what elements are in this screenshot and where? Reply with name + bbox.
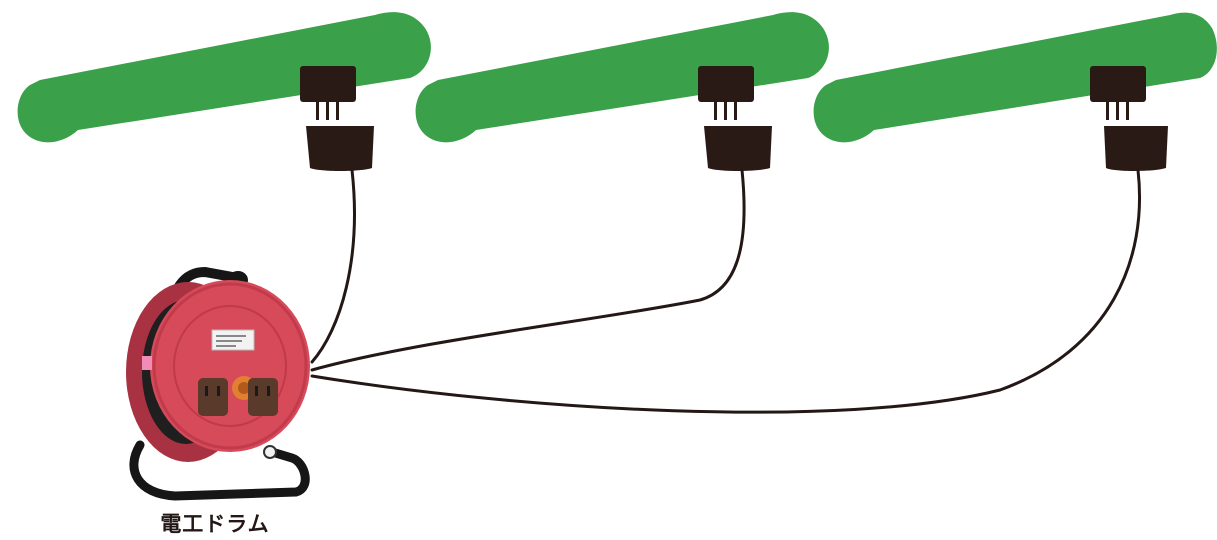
- cable-2: [310, 168, 746, 372]
- plug-3: [1090, 66, 1146, 120]
- cable-3: [310, 168, 1142, 414]
- cables: [310, 168, 1142, 414]
- plug-1: [300, 66, 356, 120]
- socket-3: [1104, 126, 1168, 171]
- socket-1: [306, 126, 374, 171]
- drum-caption: 電工ドラム: [160, 512, 270, 536]
- drum-stand: [129, 440, 310, 501]
- hose-segment-1: [17, 12, 431, 143]
- hose-segment-2: [415, 12, 829, 143]
- socket-2: [704, 126, 772, 171]
- cable-1: [310, 168, 356, 364]
- plug-2: [698, 66, 754, 120]
- drum-outlet-right: [248, 378, 278, 416]
- drum-outlet-left: [198, 378, 228, 416]
- hose-segment-3: [813, 12, 1217, 143]
- cable-drum: [126, 266, 310, 501]
